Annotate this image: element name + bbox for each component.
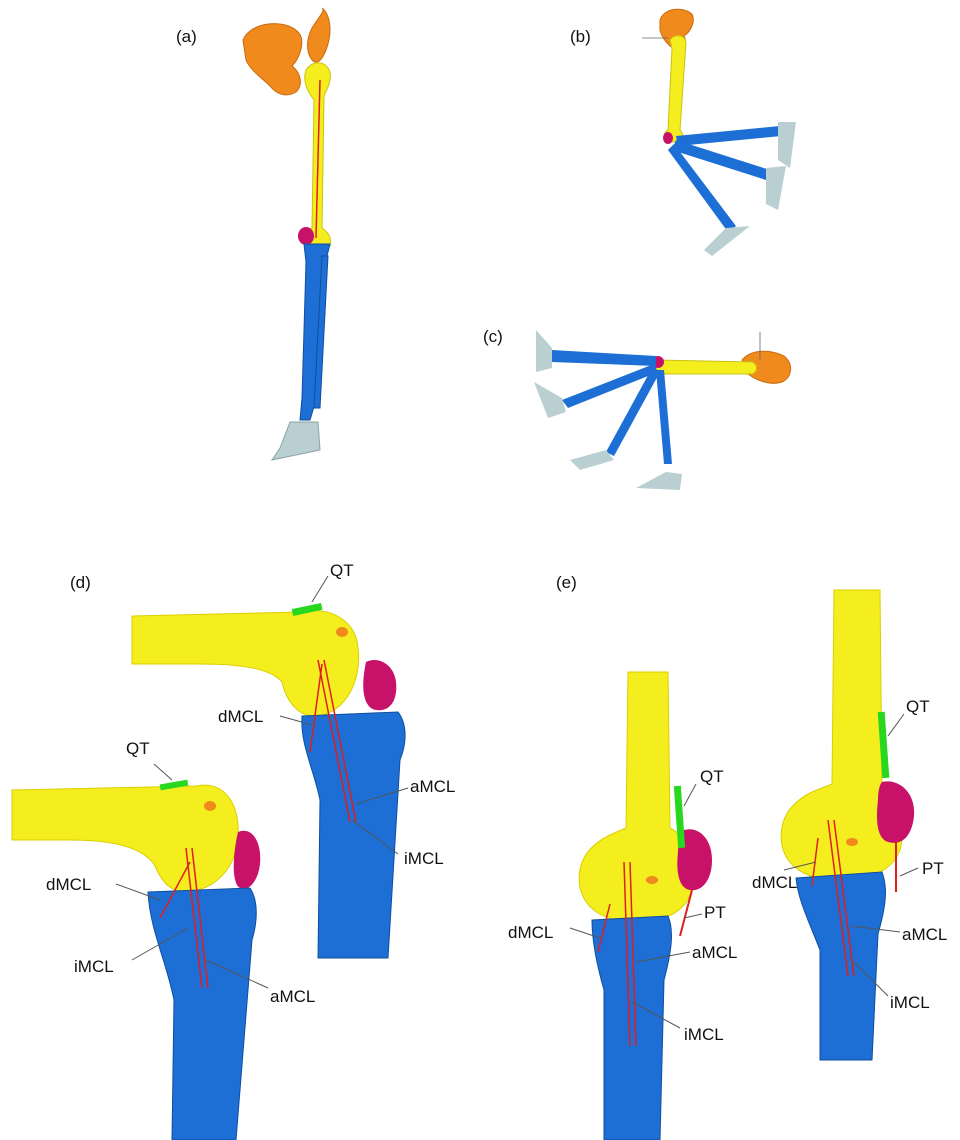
label-qt-d-lower: QT bbox=[126, 739, 150, 758]
panel-d: (d) QT dMCL aMCL iMCL QT dMCL iMCL bbox=[12, 561, 455, 1140]
label-imcl-d-upper: iMCL bbox=[404, 849, 444, 868]
label-imcl-d-lower: iMCL bbox=[74, 957, 114, 976]
tibia-d-upper bbox=[302, 712, 405, 958]
pelvis-a-wing bbox=[308, 8, 331, 62]
patella-e-right bbox=[877, 781, 914, 843]
tibia-d-lower bbox=[148, 888, 256, 1140]
panel-label-a: (a) bbox=[176, 27, 197, 46]
label-pt-e-left: PT bbox=[704, 903, 726, 922]
femur-c bbox=[653, 360, 757, 374]
foot-a bbox=[272, 422, 320, 460]
foot-c-4 bbox=[636, 472, 682, 490]
femur-b bbox=[664, 36, 686, 142]
label-imcl-e-left: iMCL bbox=[684, 1025, 724, 1044]
label-amcl-d-upper: aMCL bbox=[410, 777, 455, 796]
tibia-b-1 bbox=[676, 126, 781, 146]
pelvis-a bbox=[243, 24, 302, 95]
label-dmcl-e-right: dMCL bbox=[752, 873, 797, 892]
femur-e-right-mark bbox=[846, 838, 858, 846]
leader-pt-e-right bbox=[900, 868, 918, 876]
label-dmcl-d-upper: dMCL bbox=[218, 707, 263, 726]
panel-label-b: (b) bbox=[570, 27, 591, 46]
patella-d-lower bbox=[234, 831, 261, 889]
patella-b bbox=[663, 132, 673, 144]
patella-d-upper bbox=[363, 660, 396, 710]
label-dmcl-e-left: dMCL bbox=[508, 923, 553, 942]
leader-qt-e-left bbox=[684, 784, 696, 806]
tibia-c-1 bbox=[552, 350, 656, 366]
tibia-e-right bbox=[796, 872, 885, 1060]
foot-b-2 bbox=[766, 166, 786, 210]
foot-c-2 bbox=[534, 382, 566, 418]
femur-e-left-mark bbox=[646, 876, 658, 884]
label-amcl-e-right: aMCL bbox=[902, 925, 947, 944]
panel-label-c: (c) bbox=[483, 327, 503, 346]
tibia-e-left bbox=[592, 916, 671, 1140]
panel-e: (e) QT PT dMCL aMCL iMCL QT bbox=[508, 573, 947, 1140]
label-imcl-e-right: iMCL bbox=[890, 993, 930, 1012]
label-dmcl-d-lower: dMCL bbox=[46, 875, 91, 894]
leader-pt-e-left bbox=[684, 914, 702, 918]
patella-a bbox=[298, 227, 314, 245]
label-qt-d-upper: QT bbox=[330, 561, 354, 580]
foot-b-3 bbox=[704, 226, 750, 256]
panel-b: (b) bbox=[570, 9, 796, 256]
femur-d-lower-mark bbox=[204, 801, 216, 811]
femur-d-upper-mark bbox=[336, 627, 348, 637]
label-pt-e-right: PT bbox=[922, 859, 944, 878]
tibia-c-4 bbox=[656, 370, 672, 464]
foot-b-1 bbox=[778, 122, 796, 168]
panel-label-e: (e) bbox=[556, 573, 577, 592]
label-qt-e-right: QT bbox=[906, 697, 930, 716]
panel-label-d: (d) bbox=[70, 573, 91, 592]
foot-c-3 bbox=[570, 450, 614, 470]
leader-qt-d-lower bbox=[154, 764, 172, 780]
label-amcl-e-left: aMCL bbox=[692, 943, 737, 962]
foot-c-1 bbox=[536, 330, 552, 372]
label-qt-e-left: QT bbox=[700, 767, 724, 786]
leader-qt-e-right bbox=[888, 714, 904, 736]
panel-c: (c) bbox=[483, 327, 791, 490]
label-amcl-d-lower: aMCL bbox=[270, 987, 315, 1006]
leader-qt-d-upper bbox=[312, 576, 328, 602]
panel-a: (a) bbox=[176, 8, 331, 460]
